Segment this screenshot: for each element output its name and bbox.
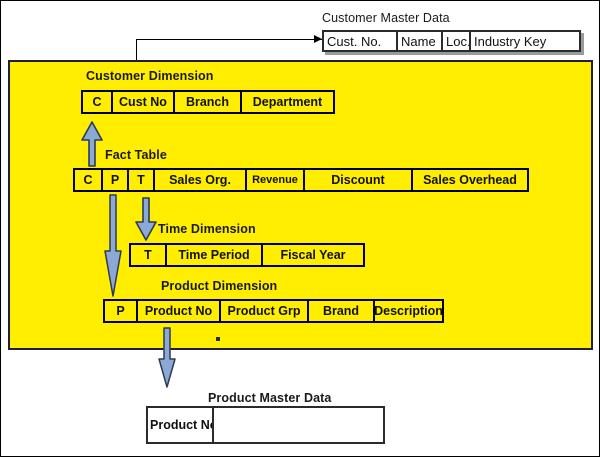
customer-master-cell-name: Name <box>398 32 443 50</box>
customer-master-data-title: Customer Master Data <box>322 11 450 25</box>
product-dimension-cell-product-grp: Product Grp <box>221 301 309 321</box>
time-dimension-cell-fiscal-year: Fiscal Year <box>263 245 363 265</box>
product-dimension-cell-brand: Brand <box>309 301 375 321</box>
arrow-fact-to-time-dimension-icon <box>134 197 158 241</box>
fact-table-cell-t: T <box>129 170 155 190</box>
fact-table-cell-sales-overhead: Sales Overhead <box>413 170 527 190</box>
time-dimension-title: Time Dimension <box>158 222 256 236</box>
arrow-fact-to-product-dimension-icon <box>102 193 124 297</box>
customer-dimension-cell-c: C <box>83 92 113 112</box>
customer-dimension-cell-branch: Branch <box>175 92 242 112</box>
fact-table: C P T Sales Org. Revenue Discount Sales … <box>73 168 529 192</box>
time-dimension-cell-t: T <box>131 245 167 265</box>
connector-arrowhead-icon <box>314 35 322 43</box>
product-dimension-cell-product-no: Product No <box>138 301 221 321</box>
fact-table-cell-revenue: Revenue <box>247 170 305 190</box>
customer-master-data-table: Cust. No. Name Loc. Industry Key <box>322 30 581 52</box>
time-dimension-table: T Time Period Fiscal Year <box>129 243 365 267</box>
fact-table-cell-p: P <box>103 170 129 190</box>
customer-dimension-cell-department: Department <box>242 92 333 112</box>
customer-master-cell-industry-key: Industry Key <box>471 32 579 50</box>
product-dimension-cell-description: Description <box>375 301 442 321</box>
arrow-fact-to-customer-dimension-icon <box>80 121 104 167</box>
stray-dot-artifact <box>216 337 220 341</box>
fact-table-cell-c: C <box>75 170 103 190</box>
product-dimension-table: P Product No Product Grp Brand Descripti… <box>103 299 444 323</box>
fact-table-title: Fact Table <box>105 148 167 162</box>
product-master-data-table: Product No <box>146 406 385 444</box>
fact-table-cell-discount: Discount <box>305 170 413 190</box>
product-dimension-cell-p: P <box>105 301 138 321</box>
fact-table-cell-sales-org: Sales Org. <box>155 170 247 190</box>
customer-dimension-title: Customer Dimension <box>86 69 214 83</box>
customer-dimension-cell-cust-no: Cust No <box>113 92 175 112</box>
time-dimension-cell-time-period: Time Period <box>167 245 263 265</box>
connector-horizontal-segment <box>136 39 322 40</box>
product-master-cell-product-no: Product No <box>148 408 214 442</box>
product-master-data-title: Product Master Data <box>208 391 332 405</box>
customer-master-cell-cust-no: Cust. No. <box>324 32 398 50</box>
product-master-cell-empty <box>214 408 383 442</box>
customer-master-cell-loc: Loc. <box>443 32 471 50</box>
arrow-product-dimension-to-product-master-icon <box>156 326 178 388</box>
product-dimension-title: Product Dimension <box>161 279 278 293</box>
customer-dimension-table: C Cust No Branch Department <box>81 90 335 114</box>
